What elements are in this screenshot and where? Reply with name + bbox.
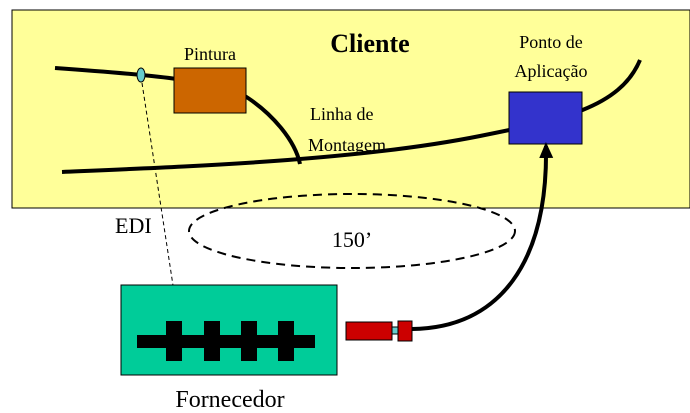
edi-marker-icon (136, 67, 146, 83)
pintura-box (173, 67, 247, 114)
truck-icon (345, 320, 413, 342)
supplier-station-2 (204, 321, 220, 361)
supplier-station-4 (278, 321, 294, 361)
assembly-line-path (61, 59, 642, 174)
distance-label: 150’ (332, 227, 372, 252)
ponto-label-line1: Ponto de (519, 32, 583, 52)
fornecedor-box (120, 284, 338, 376)
edi-label-bg (114, 210, 158, 236)
ponto-aplicacao-box (508, 91, 583, 145)
ponto-label-line2: Aplicação (515, 61, 588, 81)
linha-label-line1: Linha de (310, 104, 373, 124)
edi-label: EDI (115, 213, 152, 238)
supplier-station-3 (241, 321, 257, 361)
supplier-station-1 (166, 321, 182, 361)
distance-ellipse (188, 193, 516, 269)
cliente-title: Cliente (330, 29, 409, 58)
linha-label-line2: Montagem (308, 135, 386, 155)
delivery-arrow (411, 142, 554, 331)
edi-dashed-arrow (141, 82, 181, 319)
pintura-label: Pintura (184, 44, 236, 64)
fornecedor-label: Fornecedor (175, 387, 284, 413)
